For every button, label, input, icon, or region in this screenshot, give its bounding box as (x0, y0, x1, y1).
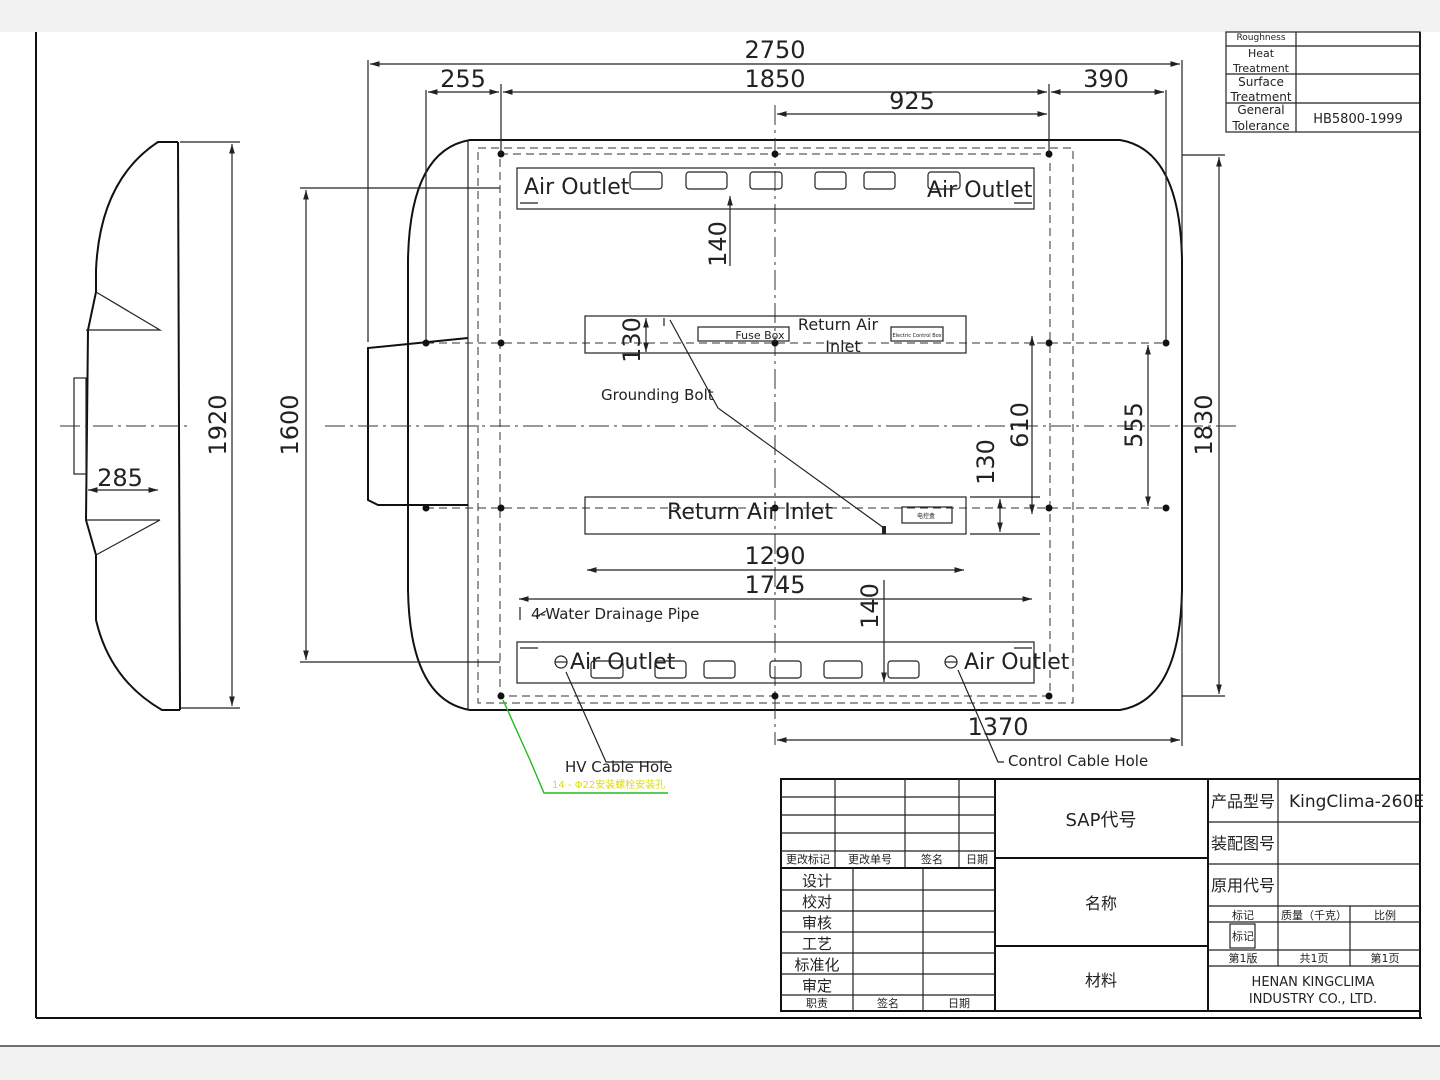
label-air-outlet-bottom-right: Air Outlet (964, 650, 1070, 675)
tb-review: 审核 (802, 914, 832, 932)
req-surface-2: Treatment (1229, 90, 1291, 104)
dim-outlet-length: 1745 (744, 571, 805, 599)
dim-side-width: 285 (97, 464, 143, 492)
dim-bottom-right: 1370 (967, 713, 1028, 741)
tb-date: 日期 (966, 853, 988, 866)
tb-company-1: HENAN KINGCLIMA (1252, 975, 1375, 990)
top-view (325, 90, 1240, 745)
tb-signature: 签名 (921, 852, 943, 866)
label-air-outlet-top-left: Air Outlet (524, 175, 630, 200)
label-air-outlet-top-right: Air Outlet (927, 178, 1033, 203)
tb-mass-label: 质量（千克） (1281, 909, 1347, 922)
label-air-outlet-bottom-left: Air Outlet (570, 650, 676, 675)
bottom-band (0, 1046, 1440, 1080)
tb-assembly-label: 装配图号 (1211, 834, 1275, 853)
tb-page-no: 第1页 (1371, 951, 1400, 965)
tb-version: 第1版 (1229, 951, 1258, 965)
dim-inner-height: 1600 (276, 394, 304, 455)
tb-date2: 日期 (948, 997, 970, 1010)
dim-bottom-depth: 140 (856, 583, 884, 629)
dim-left-offset: 255 (440, 65, 486, 93)
label-fuse-box: Fuse Box (735, 329, 785, 342)
tb-mark-label: 标记 (1232, 908, 1254, 922)
req-surface: Surface (1238, 75, 1284, 89)
dim-inlet-small: 130 (618, 317, 646, 363)
tb-check: 校对 (802, 893, 832, 911)
label-mounting-note: 14 - Φ22安装螺栓安装孔 (552, 778, 665, 791)
label-grounding-bolt: Grounding Bolt (601, 386, 714, 404)
dim-mid-gap2: 555 (1120, 402, 1148, 448)
tb-approve: 审定 (802, 977, 832, 995)
tb-scale-label: 比例 (1374, 908, 1396, 922)
tb-material: 材料 (1085, 971, 1117, 990)
req-heat-2: Treatment (1232, 62, 1290, 75)
tb-change-mark: 更改标记 (786, 852, 830, 866)
tb-name: 名称 (1085, 894, 1117, 913)
dim-right-offset: 390 (1083, 65, 1129, 93)
air-outlet-bottom: Air Outlet Air Outlet (516, 641, 1070, 684)
tb-company-2: INDUSTRY CO., LTD. (1249, 992, 1377, 1007)
callouts: 4-Water Drainage Pipe HV Cable Hole 14 -… (502, 605, 1148, 794)
tb-standardize: 标准化 (794, 956, 839, 974)
label-electric-control-box: Electric Control Box (892, 333, 941, 339)
label-return-air-main: Return Air Inlet (667, 500, 833, 525)
req-heat: Heat (1248, 47, 1275, 60)
tb-sap-code: SAP代号 (1066, 810, 1137, 831)
tb-product-model-value: KingClima-260E (1289, 792, 1424, 812)
req-tolerance-2: Tolerance (1231, 119, 1289, 133)
label-return-air-top-1: Return Air (798, 315, 879, 334)
tb-signature2: 签名 (877, 996, 899, 1010)
tb-product-model-label: 产品型号 (1211, 792, 1275, 811)
dim-overall-height: 1830 (1190, 394, 1218, 455)
label-water-drainage: 4-Water Drainage Pipe (531, 605, 699, 623)
top-band (0, 0, 1440, 32)
requirements-table: Roughness Heat Treatment Surface Treatme… (1225, 31, 1421, 133)
label-return-air-top-2: Inlet (825, 337, 860, 356)
dim-side-depth: 140 (704, 221, 732, 267)
dim-inlet-small2: 130 (972, 439, 1000, 485)
req-roughness: Roughness (1236, 33, 1285, 43)
label-small-box: 电控盒 (917, 512, 935, 520)
req-tolerance: General (1237, 103, 1284, 117)
tb-design: 设计 (802, 872, 832, 890)
tb-mark-value: 标记 (1232, 929, 1254, 943)
tb-original-code-label: 原用代号 (1211, 876, 1275, 895)
dim-mid-gap: 610 (1006, 402, 1034, 448)
tb-change-no: 更改单号 (848, 852, 892, 866)
return-air-inlet-main: 电控盒 Return Air Inlet (584, 496, 967, 535)
label-hv-cable-hole: HV Cable Hole (565, 758, 673, 776)
dim-overall-length: 2750 (744, 36, 805, 64)
tb-responsible: 职责 (806, 997, 828, 1010)
req-tolerance-value: HB5800-1999 (1313, 112, 1403, 127)
dim-half-span: 925 (889, 87, 935, 115)
air-outlet-top: Air Outlet Air Outlet (516, 167, 1035, 210)
tb-total-pages: 共1页 (1300, 952, 1329, 965)
label-control-cable-hole: Control Cable Hole (1008, 752, 1148, 770)
grounding-bolt: Grounding Bolt (601, 319, 886, 534)
dim-side-height: 1920 (204, 394, 232, 455)
dimensions: 2750 255 1850 390 925 140 1600 1830 555 … (276, 36, 1225, 746)
dim-inlet-length: 1290 (744, 542, 805, 570)
return-air-inlet-top: Fuse Box Electric Control Box Return Air… (584, 315, 967, 363)
dim-center-span: 1850 (744, 65, 805, 93)
tb-process: 工艺 (802, 935, 832, 953)
title-block: 更改标记 更改单号 签名 日期 设计 校对 审核 工艺 标准化 审定 职责 签名… (780, 778, 1424, 1012)
side-view: 1920 285 (60, 141, 240, 711)
